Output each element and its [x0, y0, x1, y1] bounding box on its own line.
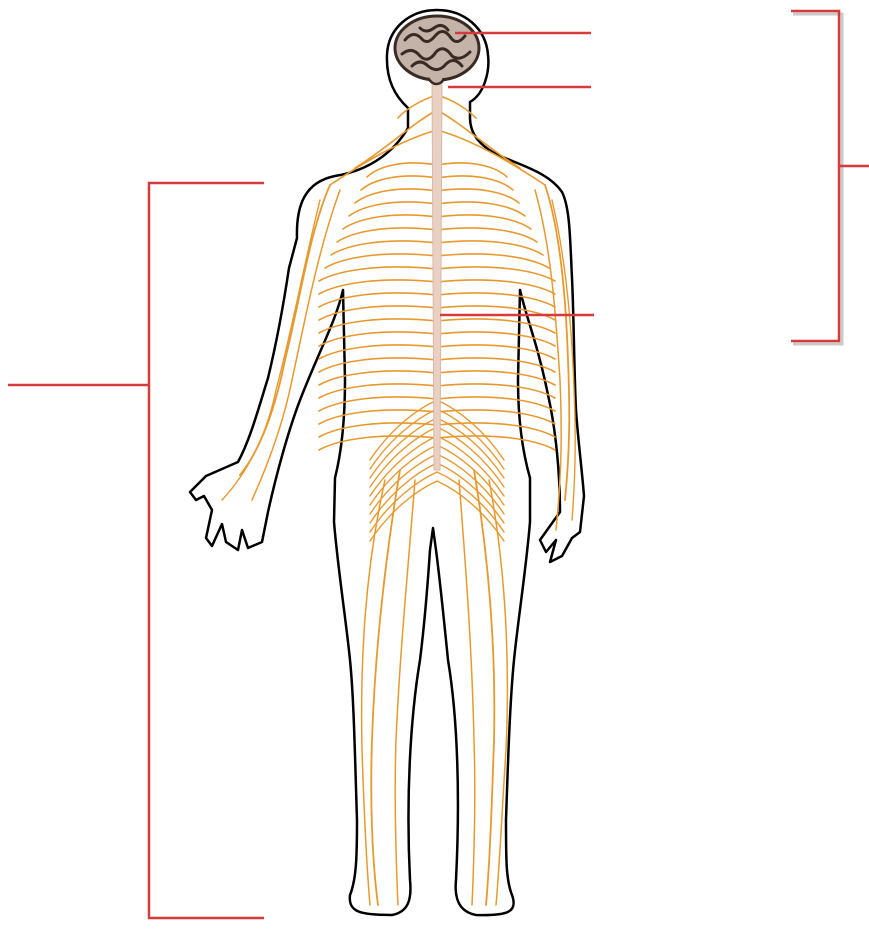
bracket-pns — [8, 183, 264, 918]
spinal-cord — [432, 78, 442, 470]
bracket-cns — [791, 11, 869, 344]
